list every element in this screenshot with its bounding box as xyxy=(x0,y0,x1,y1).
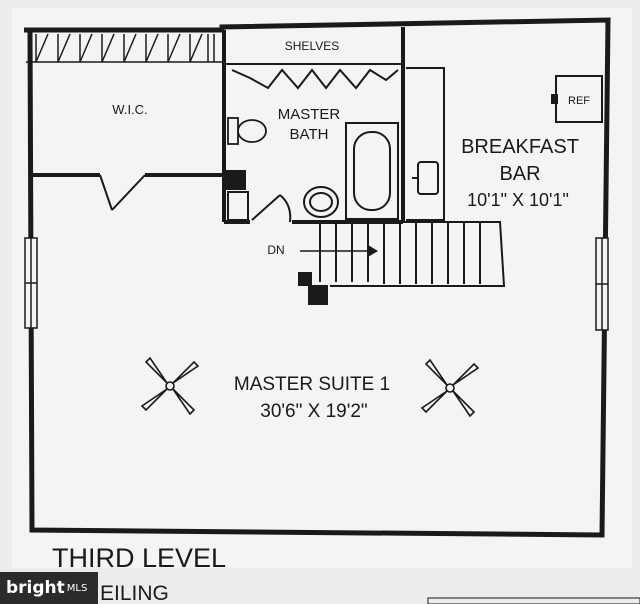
wall-post xyxy=(308,285,328,305)
shelves-label: SHELVES xyxy=(285,39,339,53)
ref-label: REF xyxy=(568,95,590,107)
master-suite-dimensions: 30'6" X 19'2" xyxy=(260,401,367,422)
watermark-suffix: MLS xyxy=(66,582,88,594)
wall-post xyxy=(298,272,312,286)
wall-post xyxy=(226,170,246,190)
window-left xyxy=(24,237,38,329)
master-bath-label: MASTER xyxy=(278,106,341,123)
stairs-dn-label: DN xyxy=(267,243,284,257)
bottom-edge-mark xyxy=(427,597,640,604)
staircase xyxy=(306,221,506,287)
wic-shelving xyxy=(26,33,222,63)
breakfast-bar-label: BREAKFAST xyxy=(461,136,579,158)
breakfast-bar-dimensions: 10'1" X 10'1" xyxy=(467,190,569,210)
sink-icon xyxy=(303,186,339,218)
breakfast-bar-label: BAR xyxy=(499,163,540,185)
ceiling-fan-icon xyxy=(420,358,480,418)
bath-door xyxy=(251,194,292,223)
wic-door xyxy=(99,174,146,211)
breakfast-counter xyxy=(406,67,445,221)
master-bath-label: BATH xyxy=(290,126,329,143)
bright-mls-watermark: bright MLS xyxy=(0,572,98,604)
master-suite-label: MASTER SUITE 1 xyxy=(234,374,390,395)
chase xyxy=(227,191,249,221)
bar-sink-icon xyxy=(412,161,439,195)
level-title: THIRD LEVEL xyxy=(52,543,226,573)
wic-label: W.I.C. xyxy=(112,102,147,117)
watermark-brand: bright xyxy=(6,578,65,598)
window-right xyxy=(595,237,609,331)
bath-shelves xyxy=(226,63,402,90)
refrigerator-icon xyxy=(551,75,603,123)
ceiling-note: EILING xyxy=(100,582,169,604)
ceiling-fan-icon xyxy=(140,356,200,416)
stairs-arrow-icon xyxy=(300,245,378,257)
bathtub-icon xyxy=(345,122,399,220)
toilet-icon xyxy=(227,117,267,145)
